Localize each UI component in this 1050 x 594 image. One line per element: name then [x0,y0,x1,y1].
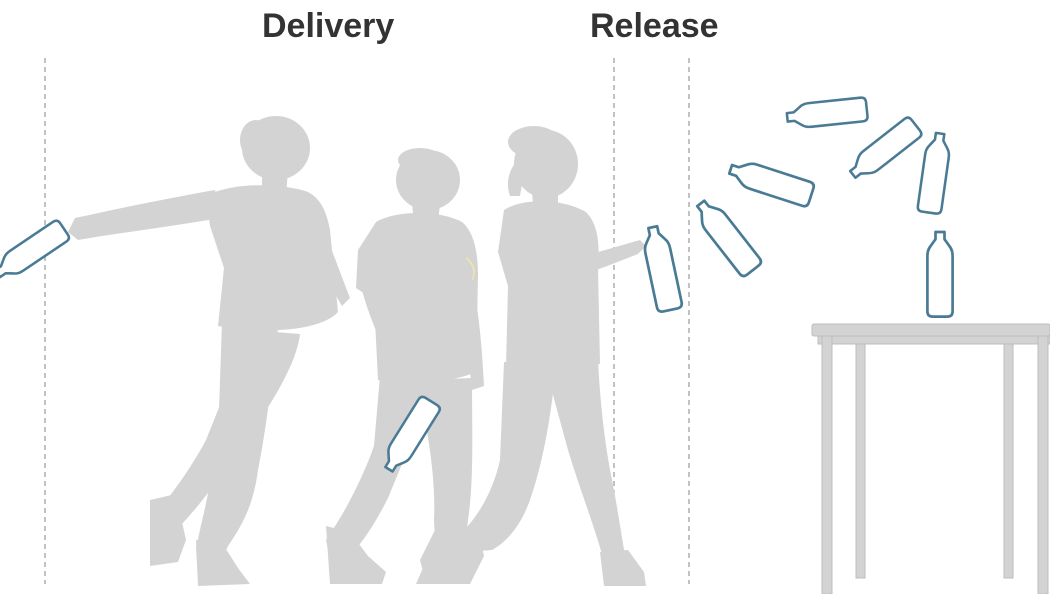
table-leg-front-left [822,336,832,594]
table-apron [818,336,1050,344]
table-leg-front-right [1038,336,1048,594]
water-bottle-icon [917,132,952,214]
water-bottle-icon [0,219,71,283]
table [812,324,1050,594]
water-bottle-icon [786,97,868,129]
table-leg-back-right [1004,344,1013,578]
table-leg-back-left [856,344,865,578]
table-top [812,324,1050,336]
water-bottle-icon [927,232,952,317]
person-silhouette-icon [68,116,350,586]
person-silhouette-icon [326,148,484,584]
water-bottle-icon [691,196,763,278]
water-bottle-icon [640,225,682,313]
water-bottle-icon [845,116,923,184]
water-bottle-icon [727,157,815,207]
